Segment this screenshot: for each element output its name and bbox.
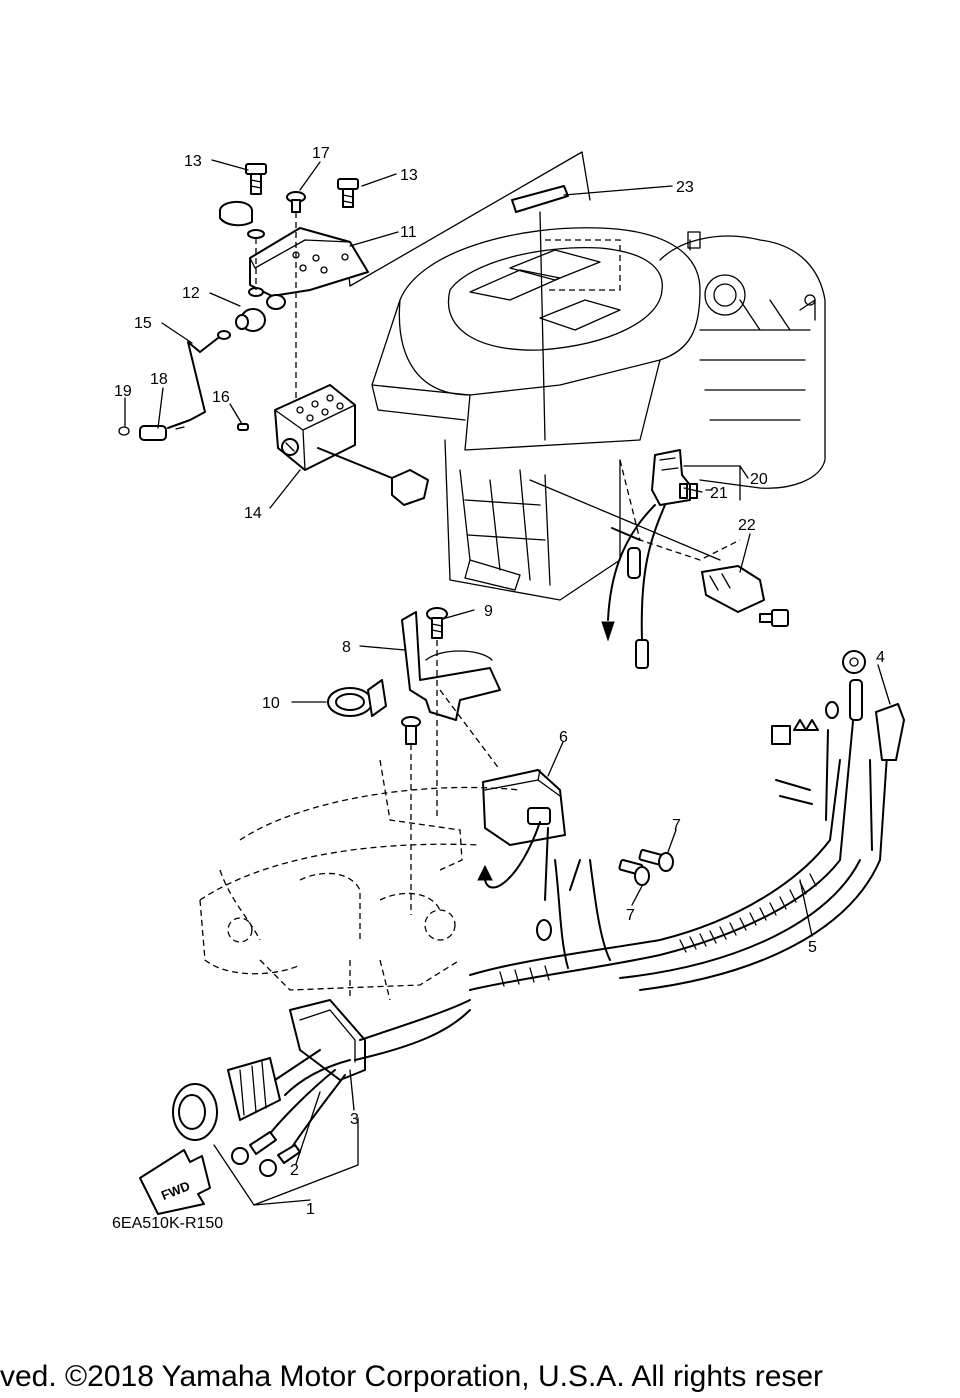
callout-12: 12	[182, 285, 200, 302]
copyright-notice: ved. ©2018 Yamaha Motor Corporation, U.S…	[0, 1360, 824, 1393]
callout-19: 19	[114, 383, 132, 400]
callout-22: 22	[738, 517, 756, 534]
callout-17: 17	[312, 145, 330, 162]
lower-cowling	[199, 759, 521, 1001]
bolt-7-lower	[618, 859, 650, 886]
rectifier-6	[477, 769, 674, 941]
callout-16: 16	[212, 389, 230, 406]
neutral-switch-group	[511, 185, 789, 669]
bolt-13-left	[245, 163, 267, 195]
callout-4: 4	[876, 649, 885, 666]
callout-14: 14	[244, 505, 262, 522]
callout-13-right: 13	[400, 167, 418, 184]
callout-8: 8	[342, 639, 351, 656]
drawing-code: 6EA510K-R150	[112, 1215, 223, 1232]
callout-6: 6	[559, 729, 568, 746]
callout-9: 9	[484, 603, 493, 620]
callout-7-lower: 7	[626, 907, 635, 924]
grommet-3	[289, 999, 471, 1081]
wire-harness-5	[469, 650, 905, 991]
callout-20: 20	[750, 471, 768, 488]
middle-bracket	[327, 607, 501, 915]
callout-23: 23	[676, 179, 694, 196]
key-switch-1	[172, 1049, 351, 1177]
callout-15: 15	[134, 315, 152, 332]
callout-2: 2	[290, 1162, 299, 1179]
screw-17	[286, 191, 306, 213]
bolt-lower-bracket	[401, 716, 421, 745]
callout-3: 3	[350, 1111, 359, 1128]
callout-1: 1	[306, 1201, 315, 1218]
clip-10	[327, 679, 387, 717]
callout-13-left: 13	[184, 153, 202, 170]
callout-10: 10	[262, 695, 280, 712]
leader-lines	[124, 159, 891, 1206]
callout-5: 5	[808, 939, 817, 956]
callouts: 1 2 3 4 5 6 7 7 8 9 10 11 12 13 13 14 15…	[114, 145, 885, 1218]
callout-18: 18	[150, 371, 168, 388]
bolt-7-upper	[638, 849, 674, 872]
grommet-12	[235, 308, 266, 332]
callout-11: 11	[400, 224, 417, 241]
bracket-assembly	[118, 151, 591, 506]
stop-switch-14	[274, 384, 429, 506]
engine-block	[371, 227, 826, 601]
bolt-13-right	[337, 178, 359, 208]
callout-7-upper: 7	[672, 817, 681, 834]
callout-21: 21	[710, 485, 728, 502]
bolt-9	[426, 607, 448, 639]
fwd-arrow	[139, 1149, 211, 1215]
screw-22	[759, 609, 789, 627]
